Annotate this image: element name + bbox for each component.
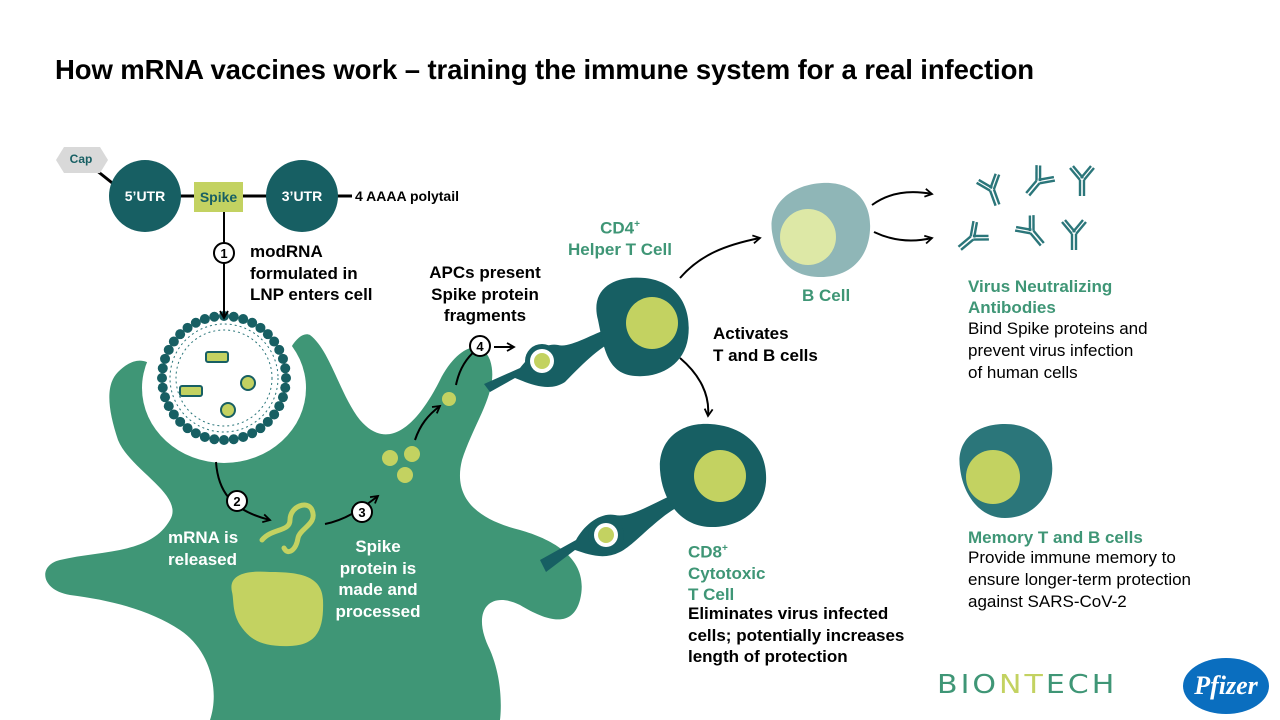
lipid-bead — [163, 401, 174, 412]
cd8-line2: Cytotoxic — [688, 563, 766, 583]
biontech-logo-left: BIO — [937, 670, 1000, 700]
lipid-bead — [262, 416, 273, 427]
lipid-bead — [274, 344, 285, 355]
memory-heading: Memory T and B cells — [968, 528, 1143, 547]
lipid-bead — [182, 322, 193, 333]
antibody-icon — [1014, 215, 1045, 247]
antibody-icon — [957, 220, 989, 251]
utr5-circle — [109, 160, 181, 232]
antigen-presenting-cell — [45, 334, 582, 720]
cd8-superscript: + — [722, 543, 728, 554]
lipid-bead — [157, 382, 168, 393]
lipid-bead — [190, 317, 201, 328]
lipid-bead — [160, 392, 171, 403]
lipid-bead — [182, 423, 193, 434]
lipid-bead — [255, 423, 266, 434]
lipid-bead — [277, 353, 288, 364]
step-4-label: APCs present Spike protein fragments — [429, 263, 541, 325]
lipid-bead — [228, 311, 239, 322]
cd8-description: Eliminates virus infected cells; potenti… — [688, 604, 905, 666]
lipid-bead — [281, 373, 291, 383]
cd4-subtitle: Helper T Cell — [568, 239, 672, 259]
lipid-bead — [269, 336, 280, 347]
utr3-circle — [266, 160, 338, 232]
biontech-logo: BIONTECH — [937, 670, 1117, 700]
lipid-bead — [274, 401, 285, 412]
lipid-bead — [238, 314, 249, 325]
memory-description: Provide immune memory to ensure longer-t… — [968, 548, 1192, 611]
lipid-bead — [255, 322, 266, 333]
cd8-t-cell — [540, 423, 767, 572]
lipid-bead — [168, 409, 179, 420]
lipid-bead — [175, 329, 186, 340]
page-title: How mRNA vaccines work – training the im… — [55, 54, 1034, 85]
antibody-icon — [1069, 165, 1095, 196]
apc-nucleus — [231, 571, 324, 647]
lipid-bead — [157, 373, 167, 383]
lipid-bead — [262, 329, 273, 340]
b-cell-label: B Cell — [802, 286, 851, 305]
lipid-bead — [280, 382, 291, 393]
polytail-label: 4 AAAA polytail — [355, 188, 459, 204]
step-2-badge: 2 — [226, 490, 248, 512]
antibodies-group — [957, 165, 1095, 251]
lipid-bead — [280, 363, 291, 374]
cap-label: Cap — [69, 152, 93, 166]
utr3-label: 3’UTR — [281, 188, 323, 204]
lipid-bead — [238, 431, 249, 442]
lipid-bead — [157, 363, 168, 374]
lipid-bead — [199, 314, 210, 325]
b-cell — [771, 182, 871, 278]
cd4-label: CD4+ Helper T Cell — [560, 214, 680, 260]
lipid-bead — [277, 392, 288, 403]
lipid-bead — [209, 434, 220, 445]
biontech-logo-mid: NT — [999, 670, 1046, 700]
mrna-strand — [259, 502, 316, 555]
lipid-bead — [247, 428, 258, 439]
memory-cell — [959, 424, 1053, 518]
pfizer-logo: Pfizer — [1183, 658, 1269, 714]
lipid-bead — [163, 344, 174, 355]
antibody-icon — [1025, 165, 1056, 197]
lipid-bead — [269, 409, 280, 420]
spike-gene-box: Spike — [194, 182, 243, 212]
lipid-bead — [168, 336, 179, 347]
lipid-bead — [160, 353, 171, 364]
antibody-icon — [1061, 219, 1087, 250]
lipid-nanoparticle — [157, 311, 291, 445]
cd4-name: CD4 — [600, 218, 635, 238]
lipid-bead — [247, 317, 258, 328]
antibodies-heading: Virus Neutralizing Antibodies — [968, 277, 1113, 317]
cd4-t-cell — [484, 277, 689, 392]
lipid-bead — [190, 428, 201, 439]
step-4-badge: 4 — [469, 335, 491, 357]
cd4-superscript: + — [634, 219, 640, 230]
cd8-line3: T Cell — [688, 584, 735, 604]
step-3-badge: 3 — [351, 501, 373, 523]
antibody-icon — [976, 173, 1001, 207]
step-1-label: modRNA formulated in LNP enters cell — [250, 242, 373, 304]
cd8-label: CD8+ Cytotoxic T Cell — [688, 538, 765, 605]
step-1-badge: 1 — [213, 242, 235, 264]
lipid-bead — [209, 311, 220, 322]
activates-label: Activates T and B cells — [713, 324, 818, 365]
step-2-label: mRNA is released — [168, 528, 239, 569]
antibodies-description: Bind Spike proteins and prevent virus in… — [968, 319, 1148, 382]
biontech-logo-right: ECH — [1045, 670, 1118, 700]
cap-hexagon — [56, 147, 108, 173]
lipid-bead — [219, 435, 229, 445]
utr5-label: 5’UTR — [124, 188, 166, 204]
step-3-label: Spike protein is made and processed — [335, 537, 421, 621]
lipid-bead — [175, 416, 186, 427]
lipid-bead — [228, 434, 239, 445]
lipid-bead — [199, 431, 210, 442]
cd8-name: CD8 — [688, 542, 723, 562]
spike-protein-particles — [382, 392, 456, 483]
